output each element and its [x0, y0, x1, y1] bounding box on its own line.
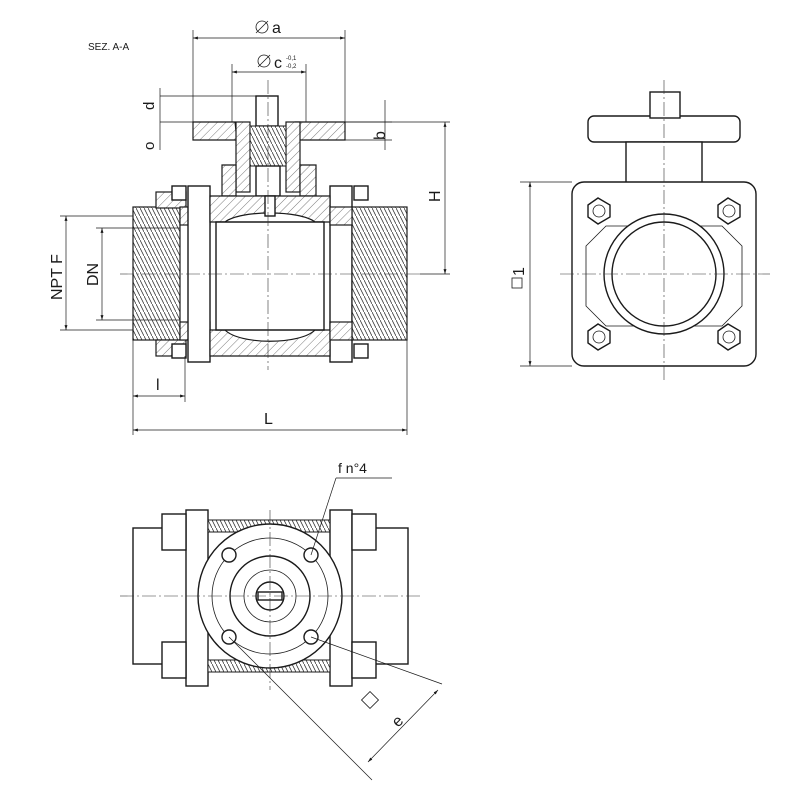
stem-key	[264, 195, 276, 217]
right-seat-top	[329, 206, 353, 226]
dim-L-label: L	[264, 411, 273, 428]
side-bolt-bl	[587, 323, 611, 351]
stem-housing-left	[235, 121, 251, 193]
neck-right	[299, 164, 317, 197]
dim-d-label: d	[141, 102, 158, 110]
top-nut-tr	[351, 513, 377, 551]
section-label: SEZ. A-A	[88, 42, 129, 53]
right-seat-bottom	[329, 321, 353, 341]
dim-l-label: l	[156, 377, 160, 394]
body-bottom	[209, 329, 331, 357]
e-square-symbol	[360, 690, 380, 710]
diameter-symbol-a	[255, 20, 269, 34]
bolt-head-br	[353, 343, 369, 359]
stem-top	[255, 95, 279, 127]
f-leader-line	[310, 477, 337, 556]
side-bolt-tl	[587, 197, 611, 225]
dim-c-tol-upper: -0,1	[286, 56, 297, 62]
top-hole-1	[221, 547, 237, 563]
bolt-head-tr	[353, 185, 369, 201]
diameter-symbol-c	[257, 54, 271, 68]
diameter-slash-a	[255, 20, 269, 34]
handle-right-section	[292, 121, 346, 141]
top-nut-br	[351, 641, 377, 679]
dim-c-label: c	[274, 55, 282, 72]
dim-b-label: b	[372, 131, 389, 140]
dim-dn-label: DN	[85, 263, 102, 286]
side-octagon	[585, 225, 743, 327]
handle-left-section	[192, 121, 238, 141]
side-view: 1	[511, 80, 770, 380]
dim-e-line	[367, 689, 439, 763]
diameter-slash-c	[257, 54, 271, 68]
dim-npt-label: NPT F	[49, 254, 66, 300]
dim-c-tol-lower: -0,2	[286, 64, 297, 70]
dim-o-label: o	[141, 142, 158, 150]
bolt-head-tl	[171, 185, 187, 201]
neck-left	[221, 164, 237, 197]
ball-bore	[215, 221, 325, 331]
dim-h-label: H	[427, 190, 444, 202]
f-n4-label: f n°4	[338, 460, 367, 476]
stem-housing-right	[285, 121, 301, 193]
side-bolt-br	[717, 323, 741, 351]
top-nut-tl	[161, 513, 187, 551]
top-view: f n°4 e	[120, 460, 443, 781]
dim-e-ext-1	[228, 636, 373, 781]
top-nut-bl	[161, 641, 187, 679]
section-view: a c -0,1 -0,2 d o b H NPT F	[49, 20, 450, 435]
dim-e-ext-2	[310, 636, 443, 685]
right-end-thread	[351, 206, 408, 341]
dim-sq-label: 1	[511, 267, 528, 276]
side-bolt-tr	[717, 197, 741, 225]
side-stem-top	[649, 91, 681, 119]
dim-a-label: a	[272, 20, 281, 37]
bolt-head-bl	[171, 343, 187, 359]
dim-e-label: e	[389, 712, 407, 730]
square-symbol	[511, 277, 523, 289]
